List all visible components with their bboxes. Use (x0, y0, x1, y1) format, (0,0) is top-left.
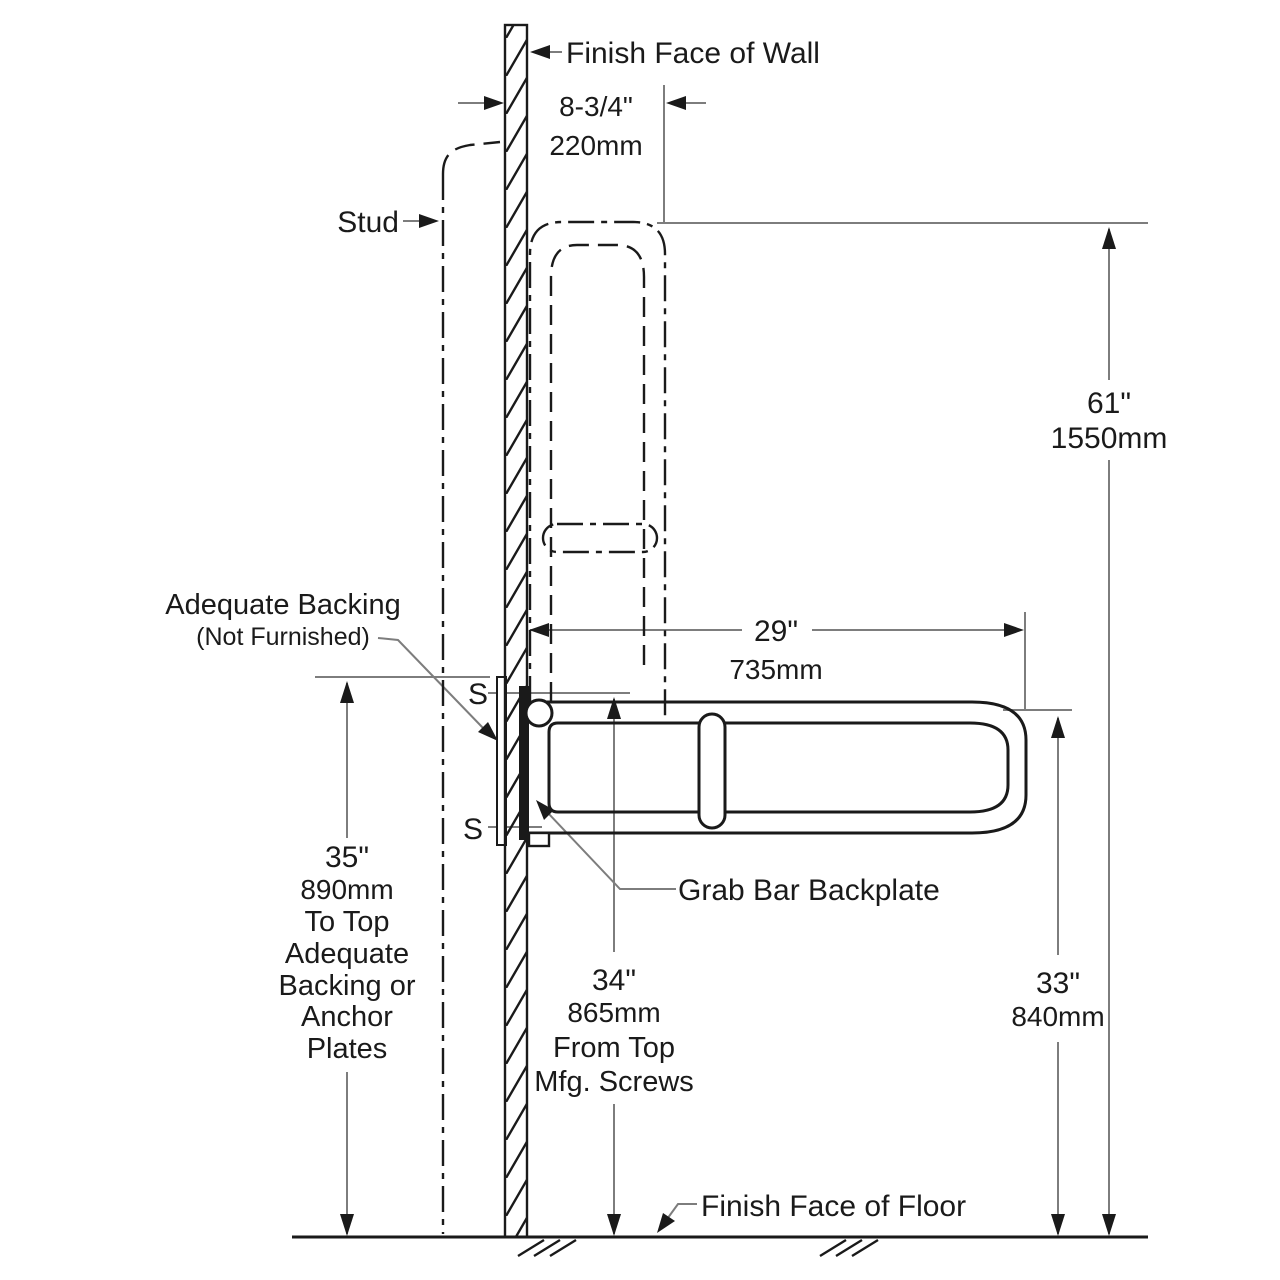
raised-sleeve (541, 522, 659, 554)
stud-label: Stud (337, 206, 399, 239)
adequate-backing-label: Adequate Backing (165, 589, 400, 621)
arrow-834-left-icon (484, 96, 504, 110)
grab-bar-backplate-shape (519, 686, 529, 840)
dim-34-mm: 865mm (567, 997, 660, 1028)
dim-29-mm: 735mm (729, 654, 822, 685)
arrow-29-left-icon (529, 623, 549, 637)
screw-marker-bottom: S (463, 813, 483, 846)
dim-61-inches: 61" (1087, 387, 1131, 420)
ground-hatch-left (517, 1238, 577, 1258)
arrow-grab-backplate-icon (536, 800, 554, 820)
arrow-834-right-icon (666, 96, 686, 110)
stud-top-curve (441, 140, 501, 175)
adequate-backing-leader (377, 637, 485, 730)
dim-35-inches: 35" (325, 841, 369, 874)
text-labels: Finish Face of Wall 8-3/4" 220mm Stud 61… (165, 37, 1167, 1223)
raised-bar-outer (528, 220, 667, 723)
arrow-35-up-icon (340, 681, 354, 703)
dim-834-mm: 220mm (549, 130, 642, 161)
dim-35-note-2: Adequate (285, 938, 409, 970)
finish-face-of-floor-label: Finish Face of Floor (701, 1190, 966, 1223)
bar-outer (528, 700, 1028, 835)
dim-33-inches: 33" (1036, 967, 1080, 1000)
adequate-backing-note: (Not Furnished) (196, 623, 370, 651)
arrow-stud-icon (419, 214, 439, 228)
arrowheads (340, 45, 1116, 1236)
ground-hatch-right (819, 1238, 879, 1258)
dim-35-note-4: Anchor (301, 1001, 393, 1033)
grab-bar-backplate-leader (548, 813, 676, 890)
screw-marker-top: S (468, 678, 488, 711)
arrow-33-down-icon (1051, 1214, 1065, 1236)
arrow-34-up-icon (607, 697, 621, 719)
dim-35-note-5: Plates (307, 1033, 388, 1065)
dim-61-mm: 1550mm (1051, 422, 1168, 455)
pivot-pin (524, 698, 554, 728)
dim-35-note-3: Backing or (278, 970, 415, 1002)
bar-inner (547, 721, 1010, 814)
dim-834-inches: 8-3/4" (559, 91, 633, 122)
arrow-61-up-icon (1102, 227, 1116, 249)
arrow-adequate-backing-icon (478, 722, 498, 741)
locking-sleeve (697, 712, 727, 830)
arrow-61-down-icon (1102, 1214, 1116, 1236)
arrow-35-down-icon (340, 1214, 354, 1236)
dim-35-mm: 890mm (300, 874, 393, 905)
dim-34-note-1: From Top (553, 1032, 675, 1064)
dimension-lines (315, 51, 1148, 1234)
finish-face-of-wall-label: Finish Face of Wall (566, 37, 820, 70)
lower-hinge-stop (527, 831, 551, 848)
raised-bar-inner (549, 243, 646, 702)
dim-29-inches: 29" (754, 615, 798, 648)
object-geometry (292, 23, 1148, 1258)
arrow-finish-wall-icon (530, 45, 550, 59)
dim-33-mm: 840mm (1011, 1001, 1104, 1032)
arrow-29-right-icon (1004, 623, 1024, 637)
wall-section (503, 23, 529, 1239)
grab-bar-backplate-label: Grab Bar Backplate (678, 874, 940, 907)
dim-34-inches: 34" (592, 964, 636, 997)
dim-35-note-1: To Top (305, 906, 390, 938)
arrow-34-down-icon (607, 1214, 621, 1236)
arrow-finish-floor-icon (657, 1213, 675, 1233)
arrow-33-up-icon (1051, 716, 1065, 738)
dim-34-note-2: Mfg. Screws (534, 1066, 694, 1098)
